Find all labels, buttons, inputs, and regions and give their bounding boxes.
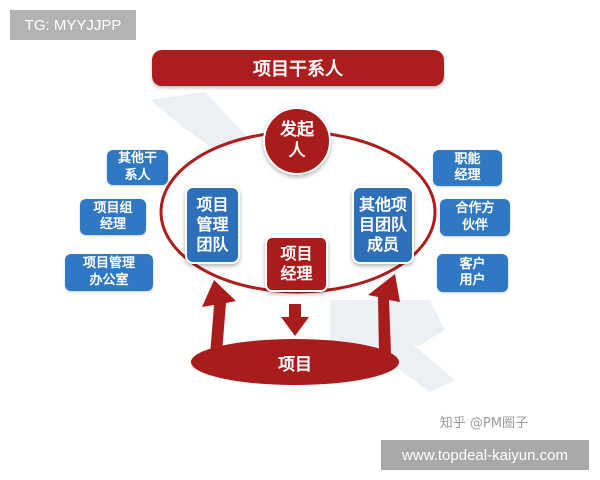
tg-label: TG: MYYJJPP xyxy=(10,10,136,40)
zhihu-watermark: 知乎 @PM圈子 xyxy=(439,416,528,431)
right-item-customer: 客户 用户 xyxy=(437,254,508,292)
other-team-members-box: 其他项 目团队 成员 xyxy=(352,186,414,264)
project-ellipse xyxy=(191,339,399,385)
left-arrow xyxy=(202,280,236,355)
right-arrow xyxy=(368,274,400,355)
down-arrow xyxy=(281,304,309,336)
left-item-pmo: 项目管理 办公室 xyxy=(65,254,153,291)
project-manager-box: 项目 经理 xyxy=(265,236,328,292)
sponsor-circle: 发起 人 xyxy=(263,107,331,175)
right-item-partner: 合作方 伙伴 xyxy=(440,199,510,236)
project-team-box: 项目 管理 团队 xyxy=(185,186,240,264)
left-item-group-manager: 项目组 经理 xyxy=(80,199,146,235)
website-label: www.topdeal-kaiyun.com xyxy=(381,440,589,470)
diagram-title: 项目干系人 xyxy=(152,50,444,86)
project-label: 项目 xyxy=(278,354,312,375)
right-item-functional-manager: 职能 经理 xyxy=(433,150,502,186)
left-item-other-stakeholders: 其他干 系人 xyxy=(107,150,168,185)
